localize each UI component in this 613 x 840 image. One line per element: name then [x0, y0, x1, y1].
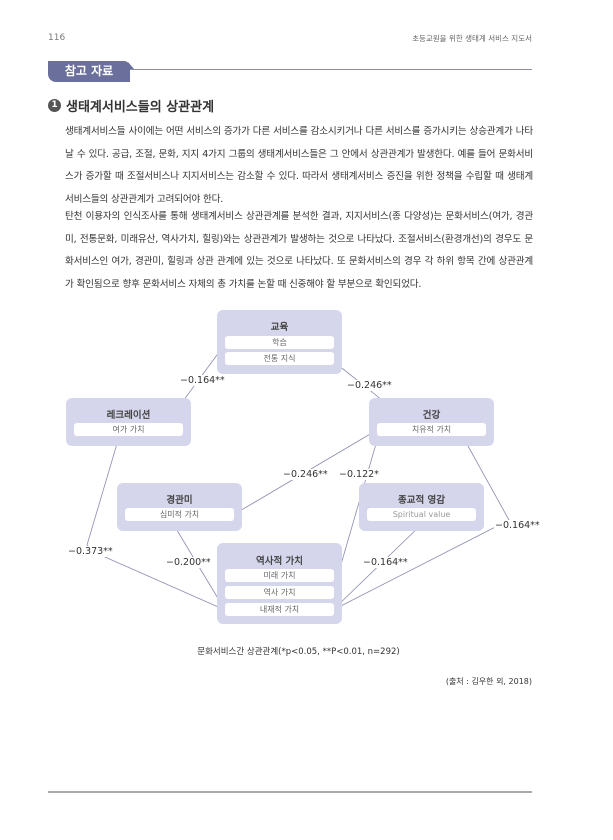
- figure-caption: 문화서비스간 상관관계(*p<0.05, **P<0.01, n=292): [197, 647, 400, 657]
- node-item: 전통 지식: [225, 352, 334, 365]
- page-number: 116: [48, 33, 66, 43]
- node-spiritual: 종교적 영감 Spiritual value: [359, 483, 484, 531]
- node-health: 건강 치유적 가치: [369, 398, 494, 446]
- node-item: 미래 가치: [225, 569, 334, 582]
- correlation-label: −0.164**: [179, 375, 226, 386]
- node-recreation: 레크레이션 여가 가치: [66, 398, 191, 446]
- section-tag: 참고 자료: [48, 61, 130, 82]
- node-education: 교육 학습 전통 지식: [217, 310, 342, 374]
- figure-source: (출처 : 김우한 외, 2018): [445, 677, 532, 686]
- section-heading: 1 생태계서비스들의 상관관계: [48, 96, 214, 115]
- footer-rule: [48, 791, 532, 793]
- paragraph-1: 생태계서비스들 사이에는 어떤 서비스의 증가가 다른 서비스를 감소시키거나 …: [65, 126, 533, 205]
- node-title: 경관미: [166, 495, 193, 506]
- node-title: 교육: [270, 322, 289, 333]
- correlation-label: −0.164**: [494, 520, 541, 531]
- correlation-label: −0.246**: [346, 380, 393, 391]
- paragraph-2: 탄천 이용자의 인식조사를 통해 생태계서비스 상관관계를 분석한 결과, 지지…: [65, 211, 533, 290]
- node-item: Spiritual value: [367, 508, 476, 521]
- node-history: 역사적 가치 미래 가치 역사 가치 내재적 가치: [217, 543, 342, 624]
- node-item: 여가 가치: [74, 423, 183, 436]
- node-item: 내재적 가치: [225, 603, 334, 616]
- node-scenery: 경관미 심미적 가치: [117, 483, 242, 531]
- node-item: 치유적 가치: [377, 423, 486, 436]
- correlation-label: −0.200**: [165, 557, 212, 568]
- running-title: 초등교원을 위한 생태계 서비스 지도서: [412, 34, 532, 43]
- node-title: 종교적 영감: [397, 495, 445, 506]
- node-title: 레크레이션: [106, 410, 151, 421]
- correlation-label: −0.122*: [338, 469, 380, 480]
- header-rule: [130, 69, 532, 70]
- correlation-label: −0.164**: [362, 557, 409, 568]
- section-title: 생태계서비스들의 상관관계: [66, 100, 215, 115]
- node-title: 역사적 가치: [255, 556, 303, 567]
- node-item: 학습: [225, 336, 334, 349]
- node-title: 건강: [422, 410, 441, 421]
- section-number-badge: 1: [48, 99, 61, 112]
- correlation-label: −0.246**: [282, 469, 329, 480]
- tag-corner: [128, 62, 134, 69]
- node-item: 심미적 가치: [125, 508, 234, 521]
- node-item: 역사 가치: [225, 586, 334, 599]
- correlation-label: −0.373**: [67, 546, 114, 557]
